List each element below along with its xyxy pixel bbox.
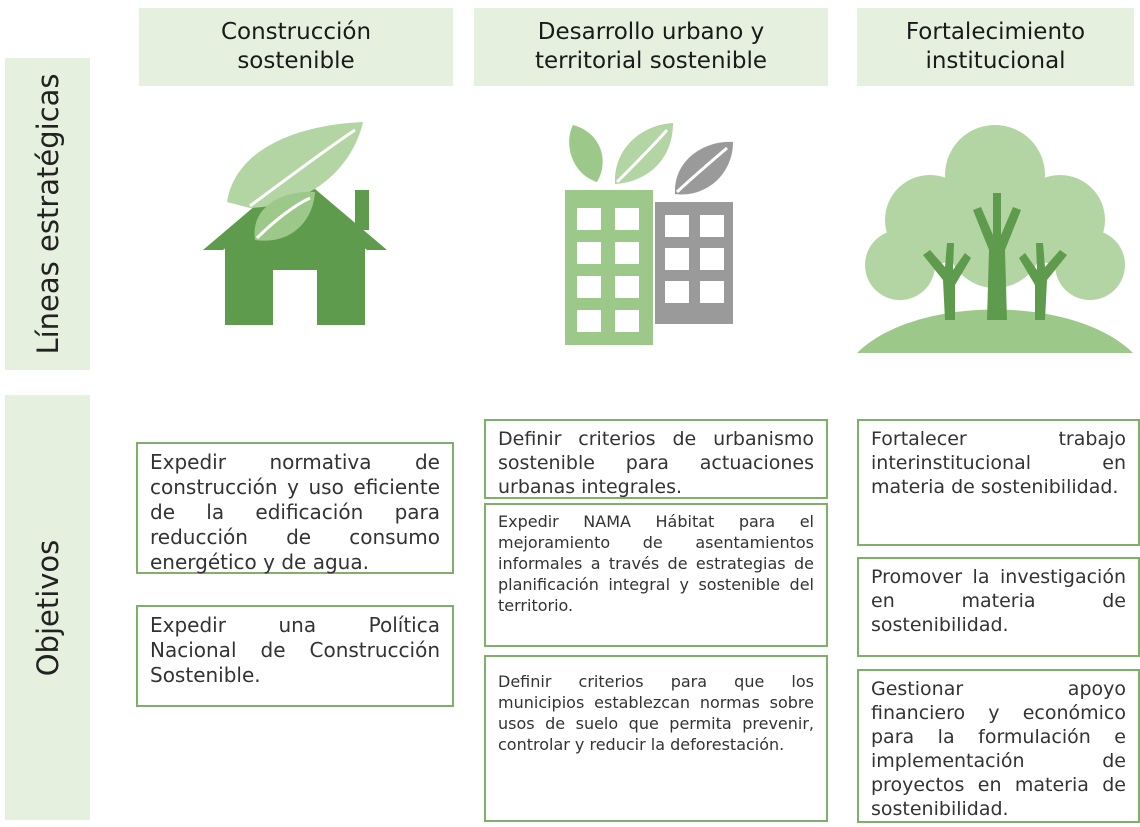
objective-box: Definir criterios de urbanismo sostenibl… — [484, 419, 828, 499]
tree-hands-icon — [857, 125, 1133, 353]
objective-box: Expedir una Política Nacional de Constru… — [136, 605, 454, 707]
objective-box: Expedir normativa de construcción y uso … — [136, 442, 454, 574]
side-label-text: Objetivos — [30, 539, 65, 676]
objective-box: Fortalecer trabajo interinstitucional en… — [857, 419, 1140, 546]
column-header-text: Fortalecimiento institucional — [905, 19, 1086, 74]
column-header-fortalecimiento: Fortalecimiento institucional — [857, 8, 1134, 86]
side-label-objetivos: Objetivos — [5, 395, 90, 820]
column-header-text: Desarrollo urbano y territorial sostenib… — [534, 19, 768, 74]
objective-box: Gestionar apoyo financiero y económico p… — [857, 669, 1140, 823]
column-header-text: Construcción sostenible — [220, 19, 372, 74]
column-header-desarrollo: Desarrollo urbano y territorial sostenib… — [474, 8, 828, 86]
house-leaf-icon — [203, 122, 387, 325]
column-header-construccion: Construcción sostenible — [139, 8, 453, 86]
side-label-lineas-estrategicas: Líneas estratégicas — [5, 58, 90, 370]
objective-box: Definir criterios para que los municipio… — [484, 655, 828, 822]
objective-box: Promover la investigación en materia de … — [857, 557, 1140, 657]
side-label-text: Líneas estratégicas — [30, 73, 65, 355]
buildings-leaf-icon — [565, 123, 733, 345]
objective-box: Expedir NAMA Hábitat para el mejoramient… — [484, 503, 828, 647]
